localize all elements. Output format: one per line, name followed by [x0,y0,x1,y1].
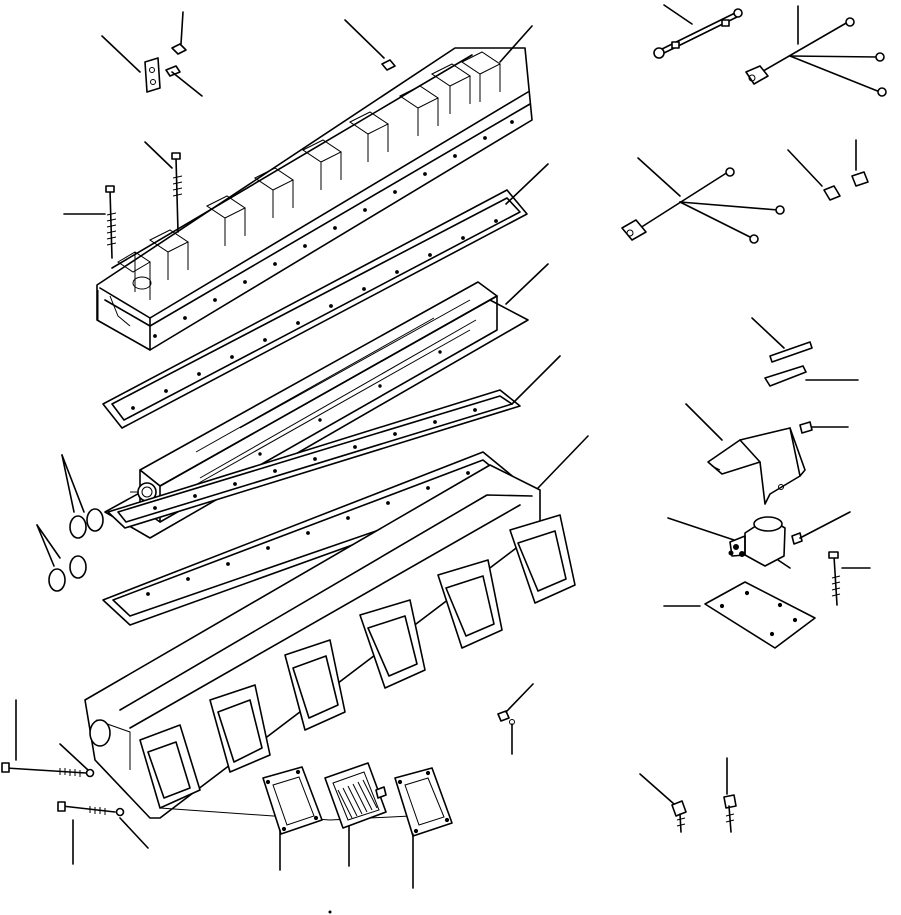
cable-clips [824,172,868,200]
short-bolts [672,795,736,832]
callout-leaders [16,5,870,888]
speck [329,911,331,913]
inlet-port-gasket-left [263,767,322,834]
nut [382,60,395,70]
mounting-plate [705,582,815,648]
grid-heater [325,763,386,828]
stud-bolt [829,552,840,605]
manifold-bolt-lower [58,802,124,816]
shims [765,342,812,386]
bracket [708,422,812,504]
manifold-bolt-upper [2,763,94,777]
top-gasket [103,190,527,428]
wire-harness-single [654,9,742,58]
intake-manifold [85,465,575,820]
lifting-bracket [145,44,186,92]
o-rings [49,509,103,591]
small-washer [498,711,515,725]
relay [729,517,802,568]
rocker-cover [97,48,532,350]
wire-harness-branch-upper [746,18,886,96]
wire-harness-branch-lower [622,168,784,243]
cover-bolts [106,153,182,258]
inlet-port-gasket-right [395,768,452,836]
